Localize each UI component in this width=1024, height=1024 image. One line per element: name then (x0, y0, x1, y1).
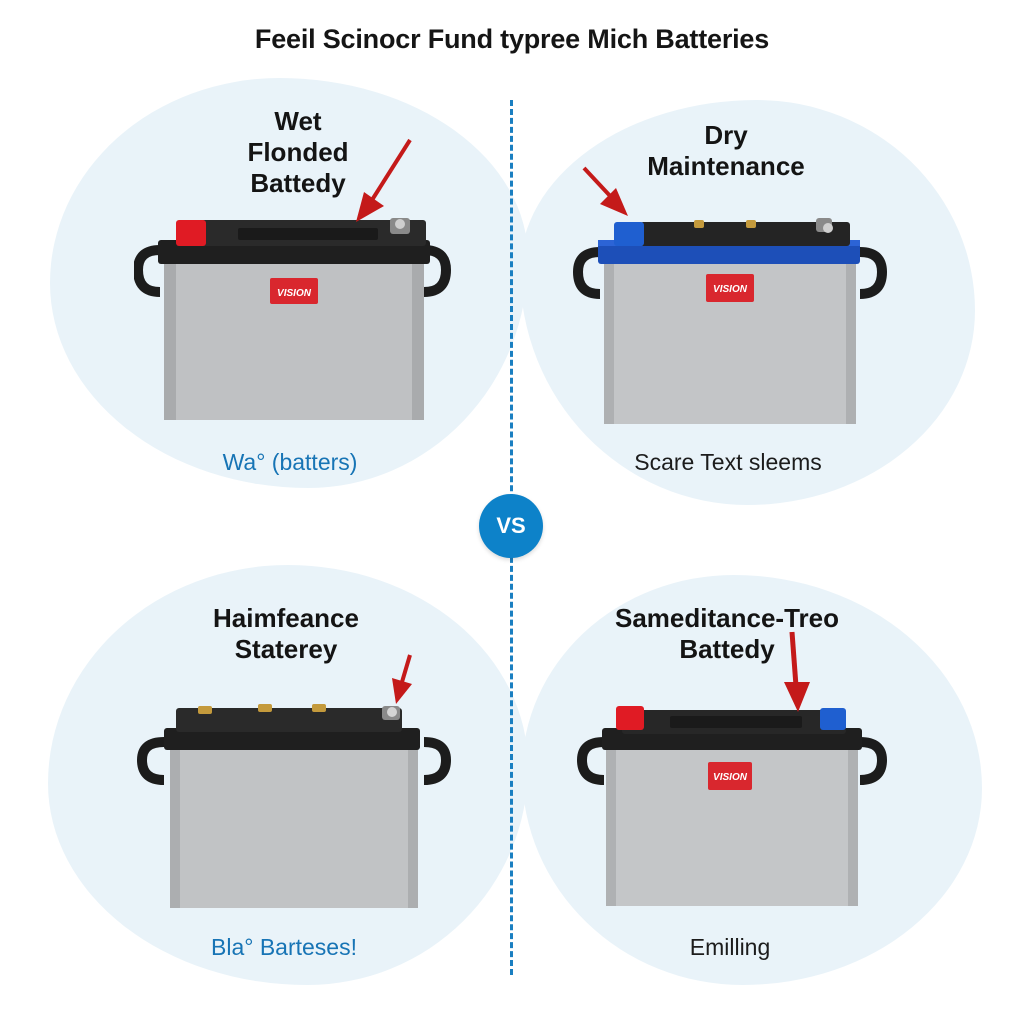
brand-logo (708, 762, 752, 790)
dry-maintenance-title: Dry Maintenance (608, 120, 844, 182)
dry-maintenance-caption: Scare Text sleems (634, 449, 822, 475)
wet-flooded-battery: VISION (134, 214, 454, 426)
maintenance-battery (134, 700, 454, 914)
maintenance-free-caption: Emilling (689, 934, 771, 960)
title-line: Sameditance-Treo (615, 603, 839, 633)
vs-badge: VS (479, 494, 543, 558)
title-line: Flonded (247, 137, 349, 167)
wet-flooded-title: Wet Flonded Battedy (180, 106, 416, 199)
title-line: Staterey (234, 634, 338, 664)
maintenance-free-title: Sameditance-Treo Battedy (584, 603, 870, 665)
positive-terminal (176, 220, 206, 246)
brand-logo (706, 274, 754, 302)
maintenance-free-battery: VISION (574, 700, 894, 914)
negative-terminal (820, 708, 846, 730)
brand-logo (270, 278, 318, 304)
dry-maintenance-battery: VISION (570, 212, 890, 426)
maintenance-battery-caption: Bla° Barteses! (211, 934, 357, 960)
page-title: Feeil Scinocr Fund typree Mich Batteries (254, 24, 770, 54)
positive-terminal (616, 706, 644, 730)
brand-logo-text: VISION (277, 288, 312, 299)
title-line: Wet (274, 106, 322, 136)
title-line: Battedy (679, 634, 775, 664)
title-line: Battedy (250, 168, 346, 198)
brand-logo-text: VISION (713, 284, 748, 295)
brand-logo-text: VISION (713, 772, 748, 783)
title-line: Maintenance (647, 151, 805, 181)
blue-terminal (614, 222, 644, 246)
title-line: Haimfeance (213, 603, 359, 633)
title-line: Dry (704, 120, 748, 150)
maintenance-battery-title: Haimfeance Staterey (168, 603, 404, 665)
wet-flooded-caption: Wa° (batters) (222, 449, 358, 475)
